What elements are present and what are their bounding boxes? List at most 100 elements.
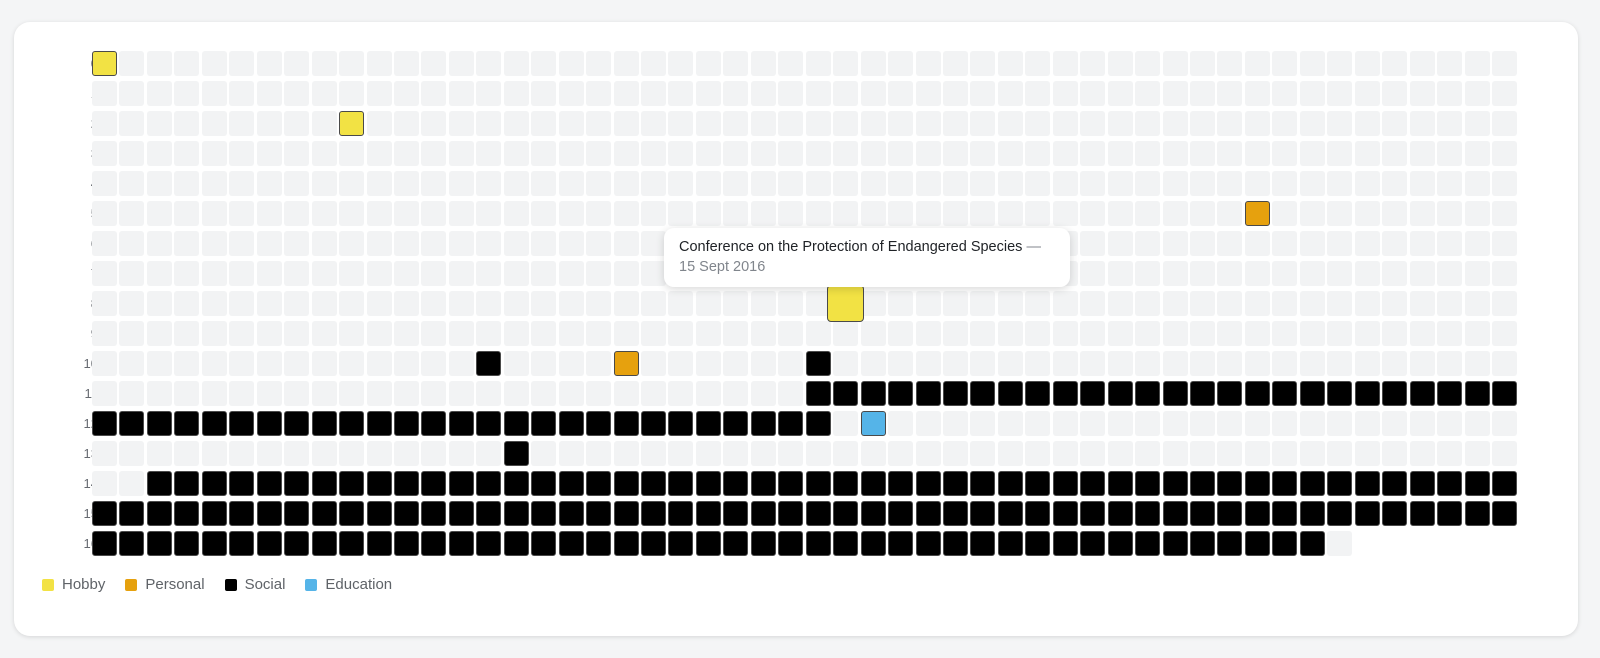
cell-social[interactable] (833, 531, 859, 556)
cell-social[interactable] (915, 531, 941, 556)
cell-social[interactable] (1464, 471, 1490, 496)
cell-social[interactable] (393, 471, 419, 496)
cell-personal[interactable] (613, 351, 639, 376)
cell-social[interactable] (1190, 501, 1215, 526)
cell-social[interactable] (970, 501, 996, 526)
cell-social[interactable] (1107, 501, 1133, 526)
cell-social[interactable] (146, 501, 172, 526)
cell-social[interactable] (503, 471, 529, 496)
cell-social[interactable] (393, 411, 419, 436)
cell-personal[interactable] (1244, 201, 1270, 226)
cell-social[interactable] (1272, 381, 1298, 406)
cell-social[interactable] (695, 531, 721, 556)
cell-social[interactable] (201, 411, 227, 436)
cell-social[interactable] (284, 531, 310, 556)
cell-social[interactable] (421, 531, 447, 556)
cell-social[interactable] (805, 531, 831, 556)
cell-social[interactable] (1025, 501, 1051, 526)
cell-social[interactable] (366, 411, 392, 436)
cell-social[interactable] (174, 531, 200, 556)
cell-social[interactable] (641, 411, 666, 436)
cell-social[interactable] (1217, 531, 1243, 556)
cell-social[interactable] (476, 351, 502, 376)
cell-social[interactable] (421, 501, 447, 526)
cell-social[interactable] (92, 411, 117, 436)
cell-social[interactable] (668, 471, 694, 496)
cell-social[interactable] (833, 471, 859, 496)
cell-social[interactable] (256, 471, 282, 496)
cell-social[interactable] (339, 531, 365, 556)
cell-social[interactable] (1135, 531, 1161, 556)
cell-social[interactable] (229, 501, 255, 526)
cell-social[interactable] (393, 531, 419, 556)
cell-social[interactable] (915, 501, 941, 526)
cell-social[interactable] (586, 471, 612, 496)
cell-social[interactable] (805, 351, 831, 376)
cell-social[interactable] (668, 411, 694, 436)
cell-social[interactable] (229, 531, 255, 556)
cell-social[interactable] (750, 411, 776, 436)
cell-social[interactable] (1327, 381, 1353, 406)
cell-social[interactable] (1244, 381, 1270, 406)
cell-social[interactable] (448, 501, 474, 526)
cell-social[interactable] (1409, 471, 1435, 496)
cell-social[interactable] (146, 531, 172, 556)
cell-social[interactable] (1162, 531, 1188, 556)
cell-social[interactable] (1025, 531, 1051, 556)
cell-social[interactable] (284, 411, 310, 436)
cell-social[interactable] (1437, 471, 1463, 496)
cell-social[interactable] (174, 471, 200, 496)
cell-social[interactable] (723, 531, 749, 556)
cell-social[interactable] (860, 471, 886, 496)
cell-social[interactable] (558, 531, 584, 556)
cell-social[interactable] (1107, 531, 1133, 556)
cell-social[interactable] (668, 531, 694, 556)
cell-social[interactable] (503, 411, 529, 436)
cell-social[interactable] (531, 411, 557, 436)
cell-social[interactable] (503, 501, 529, 526)
cell-social[interactable] (805, 471, 831, 496)
cell-social[interactable] (531, 471, 557, 496)
cell-social[interactable] (174, 501, 200, 526)
cell-social[interactable] (476, 531, 502, 556)
cell-social[interactable] (1491, 381, 1517, 406)
cell-social[interactable] (366, 471, 392, 496)
cell-social[interactable] (1052, 531, 1078, 556)
cell-social[interactable] (339, 411, 365, 436)
cell-social[interactable] (448, 471, 474, 496)
cell-social[interactable] (1080, 501, 1106, 526)
cell-social[interactable] (311, 501, 337, 526)
cell-social[interactable] (750, 471, 776, 496)
cell-social[interactable] (1409, 381, 1435, 406)
cell-social[interactable] (723, 501, 749, 526)
cell-social[interactable] (1272, 531, 1298, 556)
cell-social[interactable] (888, 531, 914, 556)
cell-social[interactable] (448, 531, 474, 556)
cell-social[interactable] (1217, 471, 1243, 496)
cell-social[interactable] (860, 381, 886, 406)
cell-social[interactable] (92, 531, 117, 556)
cell-social[interactable] (997, 501, 1023, 526)
cell-social[interactable] (256, 531, 282, 556)
cell-hobby[interactable] (92, 51, 117, 76)
cell-social[interactable] (1052, 471, 1078, 496)
cell-social[interactable] (613, 471, 639, 496)
cell-social[interactable] (778, 501, 804, 526)
cell-social[interactable] (146, 471, 172, 496)
cell-social[interactable] (284, 471, 310, 496)
cell-social[interactable] (1162, 501, 1188, 526)
cell-social[interactable] (805, 501, 831, 526)
cell-social[interactable] (1437, 501, 1463, 526)
legend-item-social[interactable]: Social (224, 576, 285, 593)
cell-social[interactable] (1025, 471, 1051, 496)
cell-social[interactable] (476, 411, 502, 436)
cell-social[interactable] (1052, 501, 1078, 526)
cell-social[interactable] (1080, 531, 1106, 556)
cell-social[interactable] (1272, 501, 1298, 526)
cell-social[interactable] (641, 471, 666, 496)
cell-social[interactable] (201, 501, 227, 526)
cell-social[interactable] (311, 531, 337, 556)
cell-social[interactable] (613, 411, 639, 436)
cell-social[interactable] (1217, 501, 1243, 526)
cell-social[interactable] (1244, 531, 1270, 556)
